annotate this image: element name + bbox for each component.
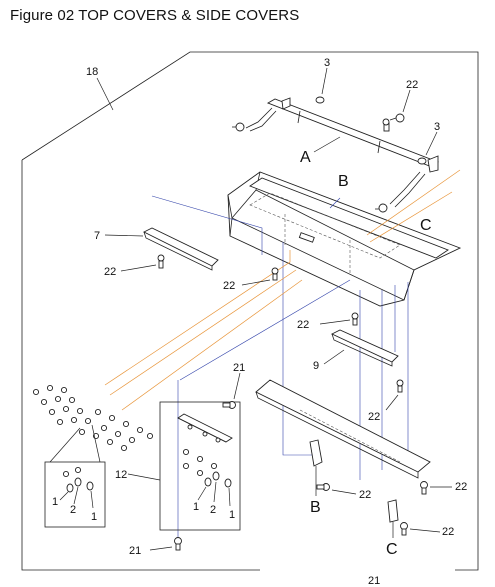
label-detail-left-1b: 1 [91,511,97,523]
leader-orange-4 [366,169,461,236]
label-ref-b-top: B [338,173,349,190]
right-bracket-screw [385,379,404,411]
pin-left [315,67,328,104]
label-detail-mid-2: 2 [210,504,216,516]
frame-outline-top [21,51,479,571]
top-rail-a [232,97,439,213]
label-detail-left-2: 2 [70,504,76,516]
detail-leader-2 [91,424,101,463]
label-ref-b-bottom: B [310,499,321,516]
detail-leader [49,427,81,463]
detail-parts [59,466,94,509]
top-rail-screw [389,89,411,123]
label-cover-screw: 22 [223,280,235,292]
cover-screw [241,267,279,286]
top-cover [227,171,462,307]
frame-leader [96,77,114,111]
label-ref-c-bottom: C [386,541,398,558]
right-bracket [323,329,399,367]
label-corner-screw: 21 [368,575,380,587]
label-ref-c-top: C [420,217,432,234]
leader-blue-3 [179,279,351,381]
leader-blue-5 [282,242,313,456]
leader-orange-3 [121,279,303,411]
left-bracket [104,227,219,271]
leader-blue-1 [151,195,263,255]
label-right-bracket-screw: 22 [368,411,380,423]
leader-a [313,136,341,153]
label-bottom-screw-b: 22 [359,489,371,501]
label-detail-left-1a: 1 [52,496,58,508]
assembly-nuts [182,448,232,507]
leader-orange-1 [104,250,291,386]
bottom-screw-c [400,522,441,536]
label-ref-a: A [300,149,311,166]
nut-array [32,384,154,452]
left-bracket-screw [120,254,165,272]
label-mid-screw: 22 [297,319,309,331]
side-cover [255,379,431,523]
mid-screw [319,312,359,326]
figure-title: Figure 02 TOP COVERS & SIDE COVERS [10,7,300,24]
label-assy: 12 [115,469,127,481]
bottom-screw-b [316,483,357,495]
label-detail-mid-1a: 1 [193,501,199,513]
far-right-screw [420,481,452,495]
assembly-box [159,401,241,531]
label-pin-left: 3 [324,57,330,69]
detail-box [44,461,106,528]
label-frame: 18 [86,66,98,78]
frame-outline [21,160,260,571]
pin-right [417,131,438,165]
leader-orange-5 [369,191,453,243]
label-detail-mid-1b: 1 [229,509,235,521]
assembly-bracket [127,413,233,481]
label-left-bracket: 7 [94,230,100,242]
label-right-bracket: 9 [313,360,319,372]
assembly-screw-top [222,372,241,409]
label-assy-screw-bottom: 21 [129,545,141,557]
label-far-right-screw: 22 [455,481,467,493]
label-pin-right: 3 [434,121,440,133]
assembly-screw-bottom [149,537,182,551]
label-bottom-screw-c: 22 [442,526,454,538]
label-top-rail-screw: 22 [406,79,418,91]
label-left-bracket-screw: 22 [104,266,116,278]
leader-orange-2 [109,269,297,396]
leader-blue-2 [329,197,341,209]
label-assy-screw-top: 21 [233,362,245,374]
